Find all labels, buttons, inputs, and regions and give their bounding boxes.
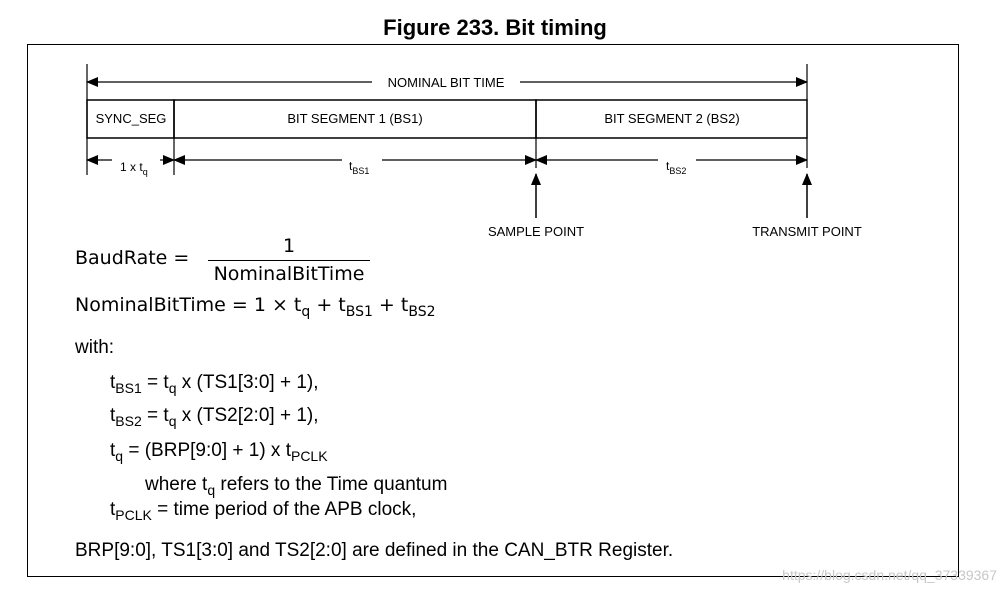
tq-explanation: where tq refers to the Time quantum [145,474,447,498]
l2-mid: = t [141,405,169,426]
l4-sub: q [207,482,216,498]
l1-mid: = t [141,372,169,393]
l3-mid: = (BRP[9:0] + 1) x t [123,440,291,461]
bs2-box [535,99,808,139]
l1-rest: x (TS1[3:0] + 1), [176,372,319,393]
nbt-sub-bs2: BS2 [408,304,436,320]
baudrate-lhs: BaudRate = [75,247,190,269]
bs2-label: BIT SEGMENT 2 (BS2) [604,111,739,126]
l2-sub2: q [168,413,177,429]
bs1-duration-label: tBS1 [349,159,369,176]
nbt-sub-q: q [301,304,311,320]
sample-point-label: SAMPLE POINT [488,224,584,239]
baudrate-numerator: 1 [282,235,296,257]
l1-sub2: q [168,380,177,396]
baudrate-fraction: 1 NominalBitTime [208,234,370,285]
baudrate-denominator: NominalBitTime [213,263,365,285]
transmit-point-label: TRANSMIT POINT [752,224,862,239]
nbt-sub-bs1: BS1 [345,304,373,320]
l1-sub: BS1 [115,380,142,396]
tbs1-definition: tBS1 = tq x (TS1[3:0] + 1), [110,372,319,396]
nbt-plus2: + t [372,294,409,316]
l4-b: refers to the Time quantum [215,474,448,495]
l3-sub: q [115,448,124,464]
nbt-plus1: + t [310,294,346,316]
watermark: https://blog.csdn.net/qq_37339367 [782,567,997,583]
l2-sub: BS2 [115,413,142,429]
tbs2-definition: tBS2 = tq x (TS2[2:0] + 1), [110,405,319,429]
l3-t: t [110,440,116,461]
bs2-duration-label: tBS2 [666,159,686,176]
l2-t: t [110,405,116,426]
l4-a: where t [145,474,208,495]
l5-rest: = time period of the APB clock, [151,499,417,520]
figure-title: Figure 233. Bit timing [383,15,607,40]
figure-frame [27,44,959,577]
l2-rest: x (TS2[2:0] + 1), [176,405,319,426]
l5-sub: PCLK [115,507,152,523]
l5-t: t [110,499,116,520]
l3-sub2: PCLK [290,448,328,464]
sync-seg-label: SYNC_SEG [96,111,167,126]
l1-t: t [110,372,116,393]
sync-duration-label: 1 x tq [120,160,148,177]
nominal-bit-time-label: NOMINAL BIT TIME [388,75,505,90]
fraction-bar [208,260,370,261]
bs1-label: BIT SEGMENT 1 (BS1) [287,111,422,126]
tq-definition: tq = (BRP[9:0] + 1) x tPCLK [110,440,328,464]
nbt-lhs: NominalBitTime = 1 × t [75,294,302,316]
tpclk-definition: tPCLK = time period of the APB clock, [110,499,416,523]
nominal-bit-time-equation: NominalBitTime = 1 × tq + tBS1 + tBS2 [75,294,436,320]
with-label: with: [75,337,115,358]
register-footnote: BRP[9:0], TS1[3:0] and TS2[2:0] are defi… [75,540,674,561]
